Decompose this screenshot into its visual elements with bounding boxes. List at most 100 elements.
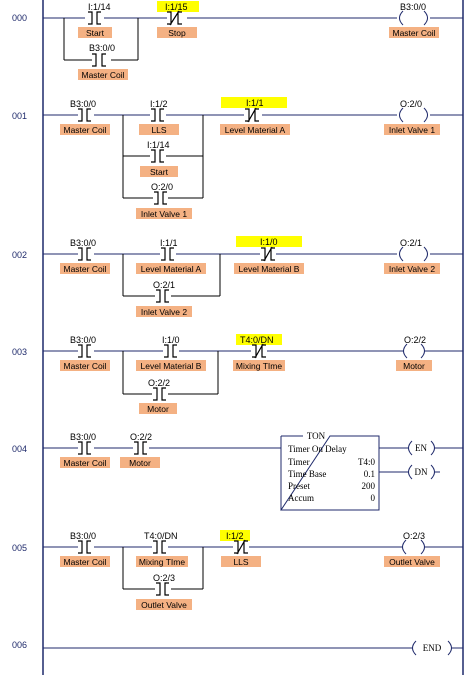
timer-title: TON xyxy=(307,431,326,441)
end-instruction: END xyxy=(412,640,452,656)
rung-003[interactable]: 003 B3:0/0 Master Coil I:1/0 Level Mater… xyxy=(12,334,463,414)
svg-text:Mixing TIme: Mixing TIme xyxy=(139,557,185,567)
svg-text:Timer: Timer xyxy=(288,457,310,467)
contact-master-coil[interactable]: B3:0/0 Master Coil xyxy=(60,238,110,274)
contact-master-coil-latch[interactable]: B3:0/0 Master Coil xyxy=(78,43,128,80)
contact-level-material-b-nc[interactable]: I:1/0 Level Material B xyxy=(234,236,304,274)
svg-text:O:2/0: O:2/0 xyxy=(151,182,173,192)
rung-number: 006 xyxy=(12,640,27,650)
rung-006[interactable]: 006 END xyxy=(12,640,463,656)
svg-text:Stop: Stop xyxy=(168,28,186,38)
contact-stop[interactable]: I:1/15 Stop xyxy=(157,1,199,38)
svg-text:Master Coil: Master Coil xyxy=(64,458,107,468)
svg-text:T4:0/DN: T4:0/DN xyxy=(240,335,274,345)
svg-text:Mixing TIme: Mixing TIme xyxy=(236,361,282,371)
svg-text:Start: Start xyxy=(150,167,169,177)
svg-text:B3:0/0: B3:0/0 xyxy=(70,99,96,109)
rung-000[interactable]: 000 I:1/14 Start B3:0/0 Master Coil I:1/… xyxy=(12,1,463,80)
contact-inlet-valve-1-latch[interactable]: O:2/0 Inlet Valve 1 xyxy=(136,182,192,219)
svg-text:I:1/2: I:1/2 xyxy=(150,99,168,109)
contact-master-coil[interactable]: B3:0/0 Master Coil xyxy=(60,99,110,135)
coil-master-coil[interactable]: B3:0/0 Master Coil xyxy=(389,2,439,38)
coil-inlet-valve-1[interactable]: O:2/0 Inlet Valve 1 xyxy=(384,99,440,135)
svg-text:Level Material A: Level Material A xyxy=(225,125,286,135)
svg-text:Master Coil: Master Coil xyxy=(393,28,436,38)
coil-outlet-valve[interactable]: O:2/3 Outlet Valve xyxy=(384,531,440,567)
svg-text:Start: Start xyxy=(86,28,105,38)
svg-text:O:2/3: O:2/3 xyxy=(153,573,175,583)
svg-text:I:1/14: I:1/14 xyxy=(147,140,170,150)
contact-mixing-time-done[interactable]: T4:0/DN Mixing TIme xyxy=(136,531,188,567)
svg-text:Level Material B: Level Material B xyxy=(141,361,202,371)
svg-text:Motor: Motor xyxy=(147,404,169,414)
timer-on-delay-block[interactable]: TON Timer On Delay Timer T4:0 Time Base … xyxy=(280,431,380,511)
rung-number: 000 xyxy=(12,13,27,23)
svg-text:B3:0/0: B3:0/0 xyxy=(70,335,96,345)
contact-start-branch[interactable]: I:1/14 Start xyxy=(140,140,178,177)
svg-text:T4:0: T4:0 xyxy=(358,457,375,467)
coil-timer-done[interactable]: DN xyxy=(408,464,435,480)
rung-number: 005 xyxy=(12,543,27,553)
svg-text:B3:0/0: B3:0/0 xyxy=(400,2,426,12)
svg-text:Inlet Valve 2: Inlet Valve 2 xyxy=(389,264,435,274)
svg-text:Master Coil: Master Coil xyxy=(64,264,107,274)
coil-motor[interactable]: O:2/2 Motor xyxy=(396,335,432,371)
svg-text:O:2/1: O:2/1 xyxy=(400,238,422,248)
coil-inlet-valve-2[interactable]: O:2/1 Inlet Valve 2 xyxy=(384,238,440,274)
contact-lls[interactable]: I:1/2 LLS xyxy=(139,99,179,135)
contact-level-material-b[interactable]: I:1/0 Level Material B xyxy=(136,335,206,371)
svg-text:I:1/1: I:1/1 xyxy=(160,238,178,248)
svg-text:O:2/3: O:2/3 xyxy=(403,531,425,541)
svg-text:EN: EN xyxy=(415,443,427,453)
rung-004[interactable]: 004 B3:0/0 Master Coil O:2/2 Motor TON T… xyxy=(12,431,463,511)
svg-text:I:1/2: I:1/2 xyxy=(226,531,244,541)
contact-level-material-a-nc[interactable]: I:1/1 Level Material A xyxy=(220,97,290,135)
svg-text:Inlet Valve 1: Inlet Valve 1 xyxy=(389,125,435,135)
contact-inlet-valve-2-latch[interactable]: O:2/1 Inlet Valve 2 xyxy=(136,280,192,317)
svg-text:END: END xyxy=(423,643,442,653)
svg-text:Motor: Motor xyxy=(403,361,425,371)
rung-number: 004 xyxy=(12,444,27,454)
contact-master-coil[interactable]: B3:0/0 Master Coil xyxy=(60,531,110,567)
rung-001[interactable]: 001 B3:0/0 Master Coil I:1/2 LLS I:1/14 xyxy=(12,97,463,219)
contact-outlet-valve-latch[interactable]: O:2/3 Outlet Valve xyxy=(136,573,192,610)
svg-text:I:1/0: I:1/0 xyxy=(260,237,278,247)
svg-text:B3:0/0: B3:0/0 xyxy=(70,531,96,541)
svg-text:B3:0/0: B3:0/0 xyxy=(89,43,115,53)
svg-text:O:2/2: O:2/2 xyxy=(404,335,426,345)
svg-text:Time Base: Time Base xyxy=(288,469,326,479)
rung-number: 002 xyxy=(12,250,27,260)
contact-motor-latch[interactable]: O:2/2 Motor xyxy=(139,378,177,414)
svg-text:Master Coil: Master Coil xyxy=(82,70,125,80)
rung-005[interactable]: 005 B3:0/0 Master Coil T4:0/DN Mixing TI… xyxy=(12,530,463,610)
svg-text:Master Coil: Master Coil xyxy=(64,557,107,567)
svg-text:Outlet Valve: Outlet Valve xyxy=(141,600,187,610)
svg-text:I:1/15: I:1/15 xyxy=(165,2,188,12)
svg-text:T4:0/DN: T4:0/DN xyxy=(144,531,178,541)
svg-text:0.1: 0.1 xyxy=(364,469,375,479)
svg-text:O:2/2: O:2/2 xyxy=(148,378,170,388)
contact-mixing-time-done-nc[interactable]: T4:0/DN Mixing TIme xyxy=(233,334,285,371)
coil-timer-enable[interactable]: EN xyxy=(408,440,435,456)
svg-text:0: 0 xyxy=(371,493,376,503)
svg-text:Outlet Valve: Outlet Valve xyxy=(389,557,435,567)
rung-number: 003 xyxy=(12,347,27,357)
svg-text:B3:0/0: B3:0/0 xyxy=(70,432,96,442)
contact-motor[interactable]: O:2/2 Motor xyxy=(120,432,160,468)
svg-text:O:2/1: O:2/1 xyxy=(153,280,175,290)
svg-text:Level Material A: Level Material A xyxy=(141,264,202,274)
svg-text:Inlet Valve 1: Inlet Valve 1 xyxy=(141,209,187,219)
svg-text:LLS: LLS xyxy=(233,557,248,567)
svg-text:Master Coil: Master Coil xyxy=(64,361,107,371)
svg-text:Master Coil: Master Coil xyxy=(64,125,107,135)
svg-text:200: 200 xyxy=(362,481,376,491)
svg-text:Motor: Motor xyxy=(129,458,151,468)
contact-lls-nc[interactable]: I:1/2 LLS xyxy=(220,530,261,567)
svg-text:O:2/2: O:2/2 xyxy=(130,432,152,442)
contact-master-coil[interactable]: B3:0/0 Master Coil xyxy=(60,432,110,468)
contact-master-coil[interactable]: B3:0/0 Master Coil xyxy=(60,335,110,371)
rung-002[interactable]: 002 B3:0/0 Master Coil I:1/1 Level Mater… xyxy=(12,236,463,317)
contact-start[interactable]: I:1/14 Start xyxy=(78,2,112,38)
contact-level-material-a[interactable]: I:1/1 Level Material A xyxy=(136,238,206,274)
